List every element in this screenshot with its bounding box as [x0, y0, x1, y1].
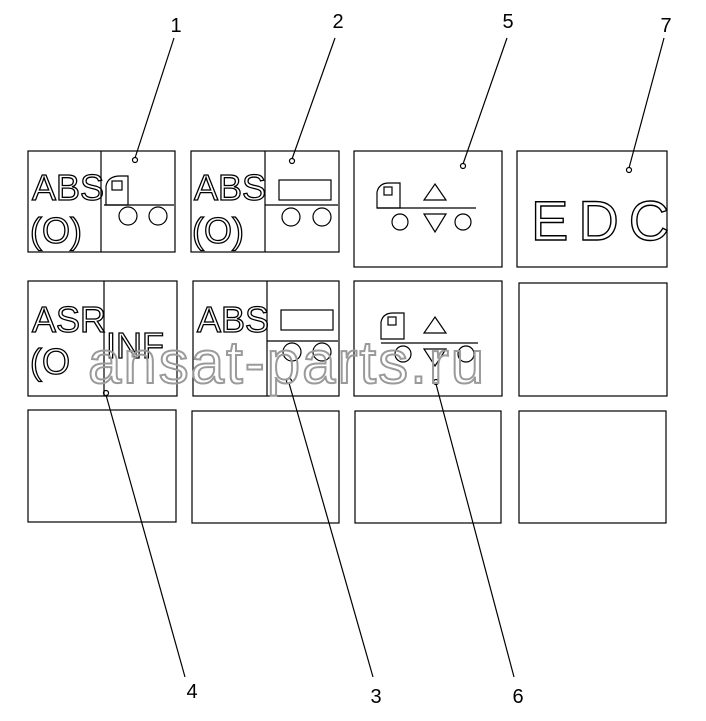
- panel-level-control-2: [353, 280, 503, 397]
- callout-number-3: 3: [370, 686, 381, 708]
- arrow-up-icon: [422, 182, 448, 201]
- panel-blank: [518, 410, 667, 524]
- callout-number-5: 5: [502, 11, 513, 33]
- panel-edc: EDC: [516, 150, 679, 268]
- callout-number-2: 2: [332, 11, 343, 33]
- panel-abs-trailer: ABS (O): [190, 150, 340, 253]
- callout-point-5: [459, 162, 467, 170]
- callout-point-1: [131, 156, 139, 164]
- leader-line-5: [462, 37, 508, 165]
- callout-number-1: 1: [170, 15, 181, 37]
- trailer-icon: [265, 179, 338, 227]
- panel-asr-inf: ASR (O INF: [27, 280, 178, 397]
- callout-point-7: [625, 166, 633, 174]
- truck-level-icon: [376, 182, 476, 234]
- panel-abs-label: ABS: [194, 167, 266, 208]
- panel-level-control: [353, 150, 503, 268]
- panel-blank: [518, 282, 668, 397]
- leader-line-1: [134, 37, 175, 159]
- panel-abs-trailer-2: ABS: [192, 280, 340, 397]
- leader-line-2: [291, 37, 336, 160]
- callout-number-4: 4: [186, 681, 197, 703]
- panel-abs-truck: ABS (O): [27, 150, 176, 253]
- panel-blank: [191, 410, 340, 524]
- truck-level-icon: [380, 312, 478, 368]
- panel-inf-label: INF: [106, 325, 164, 366]
- leader-line-4: [105, 394, 186, 678]
- leader-lines: [105, 37, 665, 678]
- panel-abs-label: ABS: [197, 299, 269, 340]
- leader-line-3: [288, 382, 374, 678]
- watermark-text: ansat-parts.ru: [88, 329, 486, 396]
- truck-icon: [104, 175, 174, 226]
- panel-blank: [354, 410, 502, 524]
- panel-asr-symbol: (O: [30, 341, 70, 382]
- leader-line-7: [628, 37, 665, 169]
- panel-asr-label: ASR: [32, 299, 106, 340]
- panel-blank: [27, 409, 177, 523]
- callout-number-6: 6: [512, 686, 523, 708]
- panel-abs-symbol: (O): [192, 210, 244, 251]
- arrow-down-icon: [422, 348, 448, 368]
- callout-number-7: 7: [660, 15, 671, 37]
- leader-line-6: [435, 383, 515, 678]
- arrow-down-icon: [422, 213, 448, 234]
- callout-point-2: [288, 157, 296, 165]
- panel-edc-label: EDC: [531, 189, 679, 252]
- panel-abs-symbol: (O): [30, 210, 82, 251]
- trailer-icon: [267, 309, 338, 362]
- panel-abs-label: ABS: [32, 167, 104, 208]
- arrow-up-icon: [422, 315, 448, 334]
